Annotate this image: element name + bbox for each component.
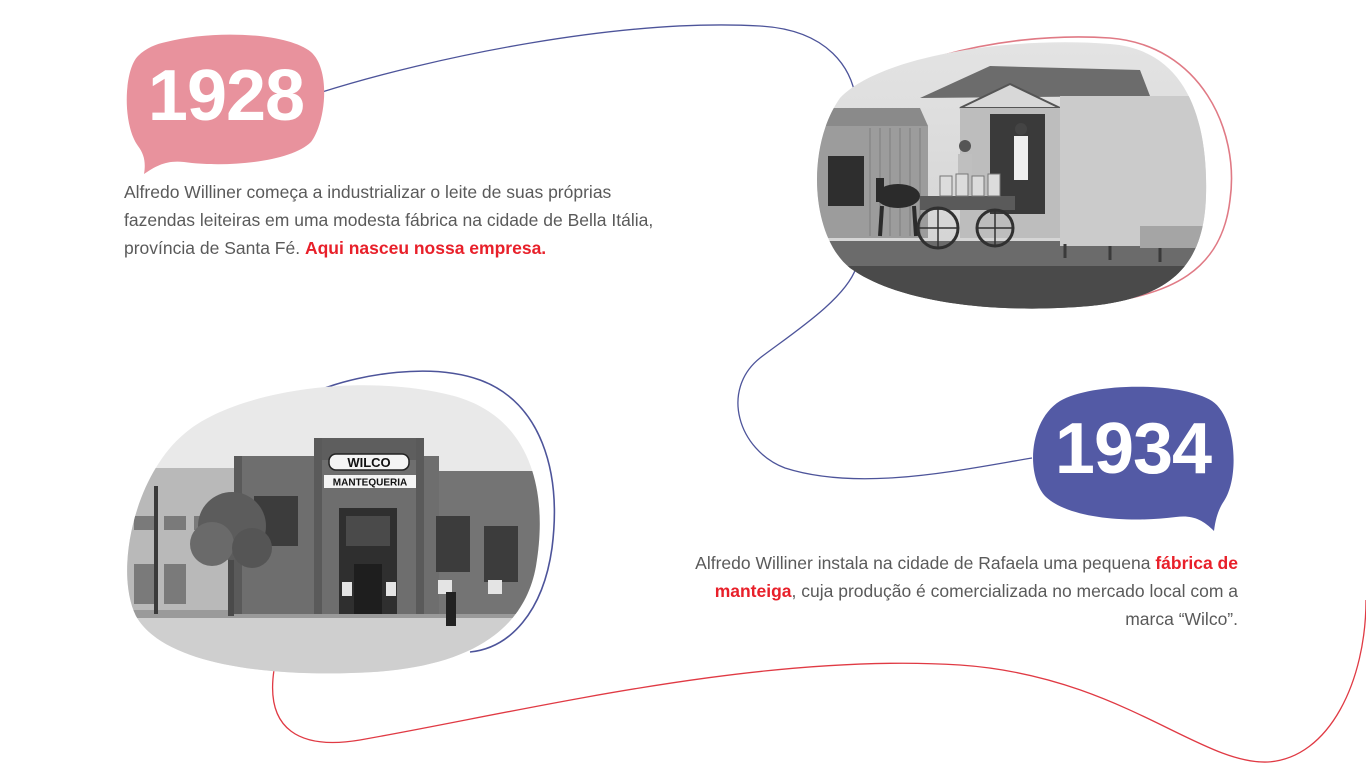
description-1934-text-end: , cuja produção é comercializada no merc…: [791, 581, 1238, 629]
year-badge-1928: 1928: [126, 34, 326, 176]
speech-bubble-blue: [1033, 386, 1234, 531]
description-1934-text: Alfredo Williner instala na cidade de Ra…: [695, 553, 1156, 573]
speech-bubble-pink: [126, 34, 325, 174]
year-1928: 1928: [147, 56, 305, 136]
description-1928-highlight: Aqui nasceu nossa empresa.: [304, 238, 547, 258]
sign-wilco: WILCO: [347, 455, 390, 470]
year-badge-1934: 1934: [1030, 385, 1236, 531]
photo-wilco-building-1934: WILCO MANTEQUERIA: [127, 385, 540, 674]
description-1928-text: Alfredo Williner começa a industrializar…: [124, 182, 654, 258]
photo-factory-1928: [817, 42, 1207, 309]
description-1934: Alfredo Williner instala na cidade de Ra…: [690, 549, 1238, 633]
curve-blue-top: [321, 24, 857, 101]
description-1934-highlight: fábrica de manteiga: [714, 553, 1238, 601]
description-1928: Alfredo Williner começa a industrializar…: [124, 178, 664, 262]
year-1934: 1934: [1054, 409, 1212, 489]
sign-mantequeria: MANTEQUERIA: [333, 478, 407, 489]
